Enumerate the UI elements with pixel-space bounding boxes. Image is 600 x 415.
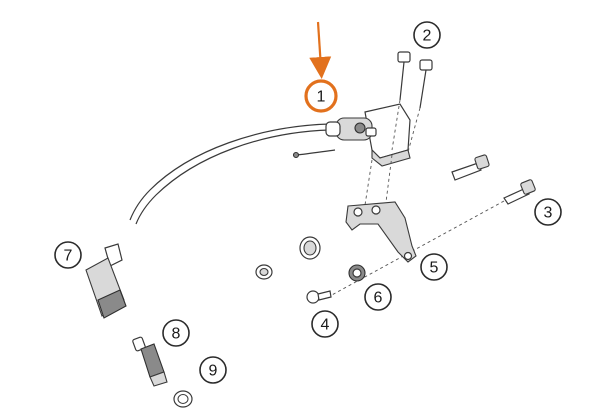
svg-text:7: 7 bbox=[64, 248, 73, 265]
svg-text:9: 9 bbox=[209, 363, 218, 380]
svg-text:6: 6 bbox=[374, 290, 383, 307]
fitting-connector bbox=[85, 243, 127, 319]
svg-text:2: 2 bbox=[423, 28, 432, 45]
callout-8: 8 bbox=[162, 319, 190, 347]
callout-2: 2 bbox=[413, 21, 441, 49]
svg-text:3: 3 bbox=[544, 205, 553, 222]
small-washer bbox=[255, 264, 273, 280]
bracket-plate bbox=[345, 201, 417, 263]
callout-3: 3 bbox=[534, 198, 562, 226]
callout-7: 7 bbox=[54, 241, 82, 269]
sensor-cable bbox=[129, 123, 336, 225]
nut bbox=[348, 264, 366, 282]
callout-4: 4 bbox=[311, 310, 339, 338]
svg-text:4: 4 bbox=[321, 317, 330, 334]
mounting-screws bbox=[391, 51, 433, 153]
bolt-small bbox=[451, 154, 490, 181]
highlight-arrow bbox=[309, 21, 332, 79]
threaded-sensor bbox=[132, 336, 168, 387]
callout-6: 6 bbox=[364, 283, 392, 311]
sensor-unit bbox=[325, 103, 411, 211]
callout-5: 5 bbox=[420, 253, 448, 281]
svg-text:8: 8 bbox=[172, 326, 181, 343]
bushing bbox=[299, 236, 321, 260]
svg-text:1: 1 bbox=[317, 89, 326, 106]
small-bolt-head bbox=[306, 290, 332, 304]
callout-9: 9 bbox=[199, 356, 227, 384]
long-bolt bbox=[329, 179, 536, 297]
svg-text:5: 5 bbox=[430, 260, 439, 277]
sealing-ring bbox=[173, 390, 193, 408]
callout-1: 1 bbox=[304, 79, 338, 113]
